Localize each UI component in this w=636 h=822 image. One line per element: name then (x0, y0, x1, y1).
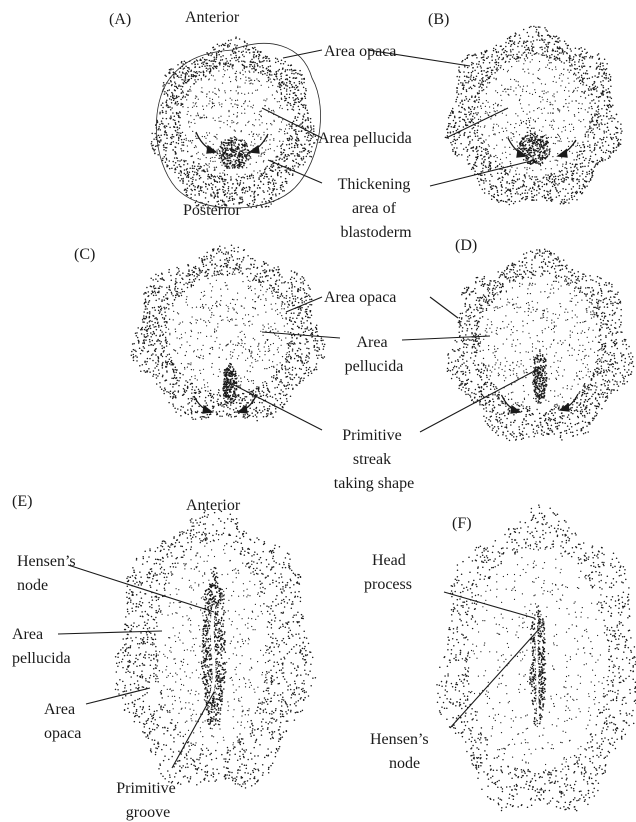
arrowhead-b-right (558, 150, 567, 157)
embryo-stipple-d (447, 249, 635, 442)
panel-a-anterior-label: Anterior (185, 9, 240, 26)
panel-ab-area-pellucida-label: Area pellucida (318, 130, 412, 147)
leader-d-area-opaca (430, 297, 458, 318)
panel-cd-area-opaca-label: Area opaca (324, 289, 396, 306)
panel-e-area-opaca-label: Area opaca (44, 701, 81, 742)
panel-cd-area-pellucida-label: Area pellucida (345, 334, 404, 375)
embryo-stipple-c (131, 245, 326, 422)
panel-e-anterior-label: Anterior (186, 497, 241, 514)
embryo-stipple-e (115, 509, 316, 788)
panel-e-letter: (E) (12, 493, 32, 510)
embryo-stipple-b (445, 26, 623, 206)
leader-c-area-opaca (286, 297, 322, 312)
embryo-stipple-f (436, 504, 636, 811)
panel-ab-thickening-label: Thickening area of blastoderm (338, 176, 415, 241)
panel-e-area-pellucida-label: Area pellucida (12, 626, 71, 667)
panel-e-hensens-node-label: Hensen’s node (17, 553, 80, 594)
leader-a-area-pellucida (262, 108, 322, 138)
panel-b-letter: (B) (428, 11, 449, 28)
arrowhead-c-left (203, 406, 212, 413)
panel-a-posterior-label: Posterior (183, 202, 241, 219)
leader-f-hensens-node (450, 628, 540, 728)
leader-c-area-pellucida (262, 332, 340, 338)
panel-e-primitive-groove-label: Primitive groove (116, 780, 180, 821)
arrowhead-a-right (250, 146, 259, 153)
panel-f-hensens-node-label: Hensen’s node (370, 731, 433, 772)
arrowhead-a-left (207, 146, 216, 153)
leader-a-thickening (268, 160, 322, 183)
panel-ab-area-opaca-label: Area opaca (324, 43, 396, 60)
head-process-line (536, 620, 538, 720)
panel-a-letter: (A) (109, 11, 131, 28)
leader-a-area-opaca (283, 50, 322, 58)
arrowhead-d-right (560, 404, 569, 411)
panel-c-letter: (C) (74, 246, 95, 263)
panel-f-head-process-label: Head process (364, 552, 412, 593)
leader-e-primitive-groove (172, 692, 214, 768)
panel-f-letter: (F) (452, 515, 472, 532)
panel-d-letter: (D) (455, 237, 477, 254)
panel-cd-primitive-streak-label: Primitive streak taking shape (334, 427, 414, 492)
